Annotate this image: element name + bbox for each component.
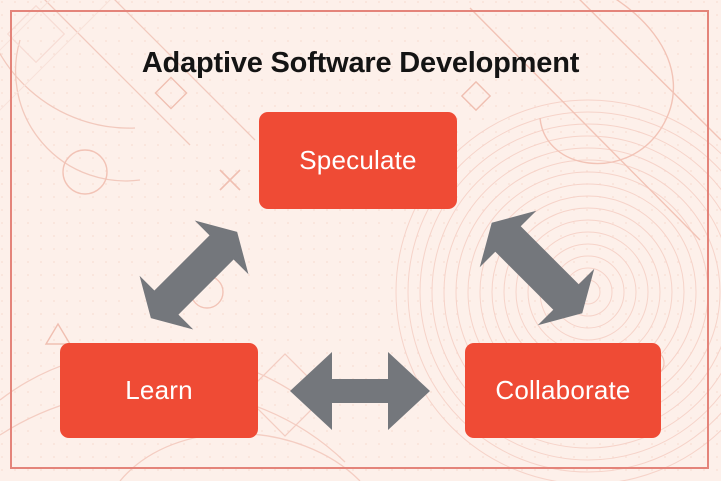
double-arrow-diagonal-se-icon: [479, 210, 595, 326]
arc-curve-icon: [469, 0, 721, 241]
page-title: Adaptive Software Development: [141, 47, 580, 79]
x-mark-icon: [219, 169, 241, 191]
double-arrow-horizontal-icon: [290, 352, 430, 430]
phase-label-collaborate: Collaborate: [495, 375, 631, 405]
phase-label-speculate: Speculate: [299, 145, 417, 175]
circle-outline-icon: [190, 275, 224, 309]
phase-box-speculate[interactable]: Speculate: [259, 112, 457, 209]
arc-curve-icon: [0, 0, 256, 182]
triangle-outline-icon: [44, 322, 72, 345]
phase-box-learn[interactable]: Learn: [60, 343, 258, 438]
phase-box-collaborate[interactable]: Collaborate: [465, 343, 661, 438]
circle-outline-icon: [62, 149, 108, 195]
diamond-outline-icon: [460, 80, 492, 112]
diamond-outline-icon: [154, 76, 188, 110]
phase-label-learn: Learn: [125, 375, 193, 405]
double-arrow-diagonal-ne-icon: [139, 220, 249, 330]
